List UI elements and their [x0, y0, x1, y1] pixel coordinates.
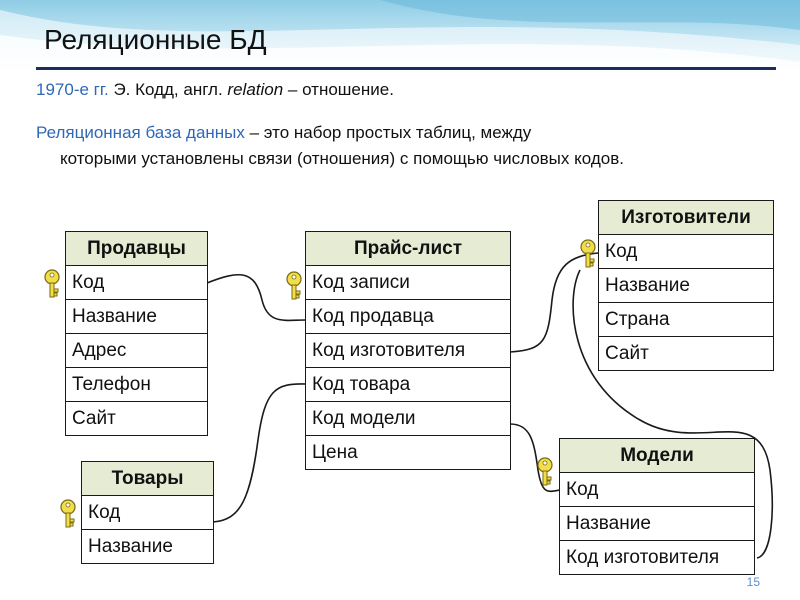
history-years: 1970-е гг. [36, 80, 109, 99]
page-number: 15 [746, 575, 760, 589]
definition-continuation: которыми установлены связи (отношения) с… [60, 149, 624, 168]
link-seller-price [206, 273, 307, 322]
table-sellers: Продавцы Код Название Адрес Телефон Сайт [65, 231, 208, 436]
history-term: relation [227, 80, 284, 99]
field-cell: Код [81, 495, 214, 530]
table-header: Товары [81, 461, 214, 496]
field-cell: Код [598, 234, 774, 269]
field-cell: Код изготовителя [559, 540, 755, 575]
link-goods-price [212, 383, 307, 523]
definition-text: – это набор простых таблиц, между [244, 123, 532, 142]
field-cell: Название [65, 299, 208, 334]
table-header: Изготовители [598, 200, 774, 235]
field-cell: Код изготовителя [305, 333, 511, 368]
link-maker-model [572, 269, 774, 559]
table-header: Продавцы [65, 231, 208, 266]
link-model-price [509, 423, 561, 493]
field-cell: Код продавца [305, 299, 511, 334]
table-goods: Товары Код Название [81, 461, 214, 564]
key-icon [537, 457, 553, 486]
history-text: Э. Кодд, англ. [108, 80, 228, 99]
link-maker-price [509, 252, 599, 353]
field-cell: Цена [305, 435, 511, 470]
history-rest: – отношение. [283, 80, 394, 99]
field-cell: Код товара [305, 367, 511, 402]
header-banner [0, 0, 800, 70]
field-cell: Код [559, 472, 755, 507]
field-cell: Название [559, 506, 755, 541]
slide-title: Реляционные БД [44, 24, 267, 55]
table-header: Модели [559, 438, 755, 473]
definition-term: Реляционная база данных [36, 123, 245, 142]
table-models: Модели Код Название Код изготовителя [559, 438, 755, 575]
definition-paragraph: Реляционная база данных – это набор прос… [36, 120, 760, 172]
table-price-list: Прайс-лист Код записи Код продавца Код и… [305, 231, 511, 470]
field-cell: Название [598, 268, 774, 303]
field-cell: Код [65, 265, 208, 300]
table-header: Прайс-лист [305, 231, 511, 266]
field-cell: Адрес [65, 333, 208, 368]
key-icon [60, 499, 76, 528]
field-cell: Название [81, 529, 214, 564]
field-cell: Сайт [598, 336, 774, 371]
field-cell: Код записи [305, 265, 511, 300]
field-cell: Код модели [305, 401, 511, 436]
table-makers: Изготовители Код Название Страна Сайт [598, 200, 774, 371]
key-icon [580, 239, 596, 268]
field-cell: Страна [598, 302, 774, 337]
history-line: 1970-е гг. Э. Кодд, англ. relation – отн… [36, 80, 394, 100]
key-icon [286, 271, 302, 300]
key-icon [44, 269, 60, 298]
field-cell: Телефон [65, 367, 208, 402]
field-cell: Сайт [65, 401, 208, 436]
title-rule [36, 67, 776, 70]
